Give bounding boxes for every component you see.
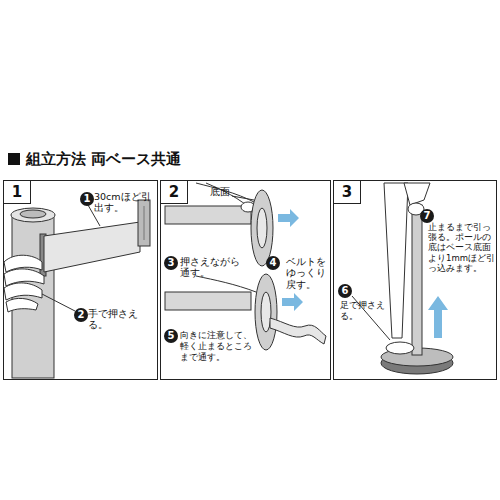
callout-circle: 1 — [80, 192, 94, 206]
callout-number: 6 — [338, 284, 352, 298]
instruction-text: 押さえながら通す。 — [180, 256, 240, 279]
step-panel: 3 6 7 — [333, 180, 497, 380]
callout-circle: 6 — [338, 284, 352, 298]
callout-circle: 3 — [164, 256, 178, 270]
callout-number: 3 — [164, 256, 178, 270]
callout-number: 1 — [80, 192, 94, 206]
callout-number: 7 — [420, 209, 434, 223]
step-number: 3 — [334, 181, 361, 204]
step-number: 1 — [4, 181, 31, 204]
instruction-text: ベルトをゆっくり戻す。 — [286, 256, 328, 290]
callout-circle: 2 — [74, 308, 88, 322]
callout-circle: 4 — [266, 256, 280, 270]
instruction-text: 向きに注意して、軽く止まるところまで通す。 — [180, 330, 254, 362]
callout-number: 5 — [164, 329, 178, 343]
panel3-illustration — [352, 183, 453, 374]
callout-circle: 5 — [164, 329, 178, 343]
instruction-text: 手で押さえる。 — [88, 308, 154, 331]
step-panel: 1 1 2 — [3, 180, 158, 380]
diagram-title: 組立方法 両ベース共通 — [26, 150, 181, 169]
callout-circle: 7 — [420, 209, 434, 223]
instruction-text: 止まるまで引っ張る。ポールの底はベース底面より1mmほど引っ込みます。 — [428, 222, 496, 273]
instruction-text: 足で押さえる。 — [340, 300, 387, 322]
title-square — [8, 153, 20, 165]
step-number: 2 — [161, 181, 188, 204]
instruction-text: 底面 — [210, 186, 234, 197]
callout-number: 2 — [74, 308, 88, 322]
callout-number: 4 — [266, 256, 280, 270]
instruction-text: 30cmほど引出す。 — [94, 191, 152, 214]
panel1-illustration — [4, 200, 150, 378]
